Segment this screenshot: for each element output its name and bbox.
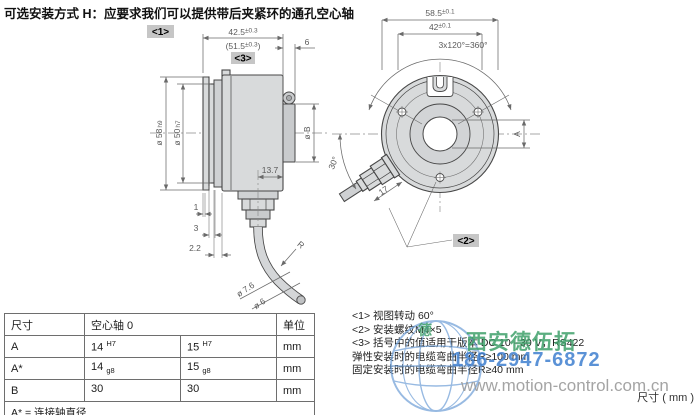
dim-bore: A (512, 131, 522, 137)
cable (254, 226, 304, 304)
dimension-table: 尺寸 空心轴 0 单位 A 14 H7 15 H7 mm A* 14 g8 15… (4, 313, 315, 415)
col-header-unit: 单位 (276, 313, 315, 336)
notes-block: <1> 视图转动 60° <2> 安装螺纹M4×5 <3> 括号中的值适用于版本… (352, 310, 584, 378)
table-row: B 30 30 mm (4, 379, 315, 402)
dim-step3: 2.2 (189, 243, 201, 253)
dim-gland-length: 17 (377, 184, 391, 198)
note-2: <2> 安装螺纹M4×5 (352, 323, 442, 336)
dim-cable-angle: 30° (326, 155, 340, 171)
dim-depth: 42.5±0.3 (228, 27, 258, 37)
page-title: 可选安装方式 H：应要求我们可以提供带后夹紧环的通孔空心轴 (4, 7, 355, 21)
row-label: B (4, 379, 85, 402)
technical-drawing: 42.5±0.3 (51.5±0.3) 6 <1> <3> ø 58h9 ø 5… (147, 8, 542, 311)
table-header-row: 尺寸 空心轴 0 单位 (4, 313, 315, 336)
torque-slot (426, 77, 454, 97)
note-badge-2-label: <2> (457, 236, 474, 247)
col-header-shaft: 空心轴 0 (84, 313, 277, 336)
row-label: A* (4, 357, 85, 380)
note-4: 弹性安装时的电缆弯曲半径R≥100 mm (352, 350, 530, 363)
hole-pattern-arc (368, 58, 512, 111)
dim-depth-alt: (51.5±0.3) (226, 41, 261, 51)
view-badge-1 (147, 25, 174, 38)
dim-wire-dia: ø 6 (251, 296, 267, 310)
rear-view: 30° 17 58.5±0.1 42±0.1 3x120°=360° A (326, 8, 542, 248)
col-header-dim: 尺寸 (4, 313, 85, 336)
rear-cable-gland (338, 153, 401, 203)
dim-hole-pattern: 3x120°=360° (438, 40, 487, 50)
dim-spigot-dia: ø 50h7 (172, 120, 182, 146)
flange-spigot (208, 83, 215, 184)
view-badge-1-label: <1> (152, 27, 169, 38)
table-row: A 14 H7 15 H7 mm (4, 335, 315, 358)
note-badge-2 (453, 234, 479, 247)
table-row: A* 14 g8 15 g8 mm (4, 357, 315, 380)
dim-step2: 3 (194, 223, 199, 233)
table-footnote: A* = 连接轴直径 (4, 401, 315, 415)
row-label: A (4, 335, 85, 358)
unit-cell: mm (276, 357, 315, 380)
clamp-ring (282, 103, 296, 163)
dim-gland-offset: 13.7 (262, 165, 279, 175)
note-1: <1> 视图转动 60° (352, 310, 434, 322)
cable-end (296, 295, 306, 305)
note-5: 固定安装时的电缆弯曲半径R≥40 mm (352, 364, 524, 376)
dim-bend-radius: R (295, 239, 306, 251)
note-3: <3> 括号中的值适用于版本 DC 10 - 30 V，RS422 (352, 337, 585, 349)
side-view: 42.5±0.3 (51.5±0.3) 6 <1> <3> ø 58h9 ø 5… (147, 25, 330, 311)
table-footnote-row: A* = 连接轴直径 (4, 401, 315, 415)
mounting-holes (396, 106, 484, 184)
unit-cell: mm (276, 379, 315, 402)
dim-ring-dia: ø B (302, 126, 312, 140)
dim-bolt-circle: 42±0.1 (429, 22, 451, 32)
unit-cell: mm (276, 335, 315, 358)
note-badge-3-label: <3> (234, 54, 251, 65)
hollow-shaft-bore (422, 116, 458, 152)
note-badge-3 (231, 52, 255, 64)
flange-plate (202, 76, 210, 191)
units-note: 尺寸 ( mm ) (637, 392, 694, 404)
dim-step1: 1 (194, 202, 199, 212)
dim-body-dia: ø 58h9 (154, 120, 164, 146)
flange-spacer (213, 79, 223, 188)
dim-outer-dia: 58.5±0.1 (425, 8, 455, 18)
dim-ring-width: 6 (305, 37, 310, 47)
